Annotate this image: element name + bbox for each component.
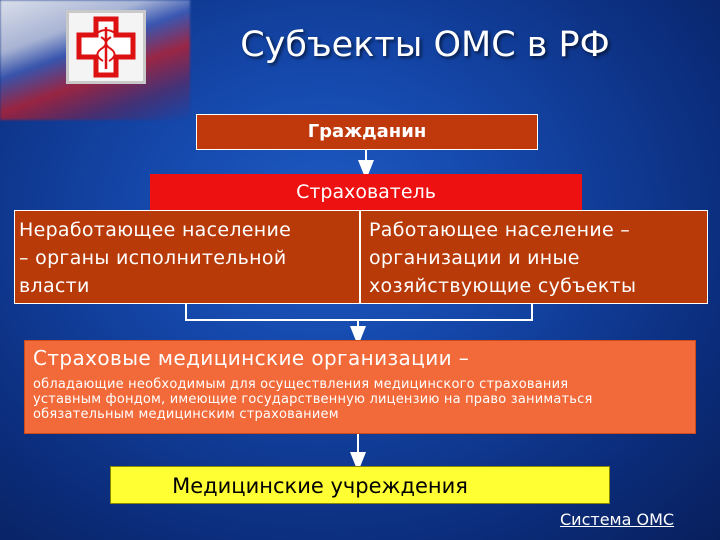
insurer-header: Страхователь [150, 174, 582, 212]
bracket-insurer [185, 304, 533, 321]
caduceus-icon [76, 16, 136, 78]
working-population-box: Работающее население – организации и ины… [360, 210, 708, 304]
medical-institutions-box: Медицинские учреждения [110, 466, 610, 504]
smo-description: обладающие необходимым для осуществления… [33, 377, 687, 422]
citizen-box: Гражданин [196, 114, 538, 150]
working-line: Работающее население – [369, 219, 631, 241]
system-oms-link[interactable]: Система ОМС [560, 510, 675, 529]
page-title: Субъекты ОМС в РФ [240, 25, 610, 65]
smo-description-line: обязательным медицинским страхованием [33, 407, 339, 422]
non-working-line: – органы исполнительной [19, 247, 287, 269]
non-working-line: власти [19, 275, 90, 297]
medical-cross-logo [66, 10, 146, 84]
working-line: хозяйствующие субъекты [369, 275, 637, 297]
working-line: организации и иные [369, 247, 580, 269]
smo-description-line: обладающие необходимым для осуществления… [33, 377, 569, 392]
insurance-organizations-box: Страховые медицинские организации – обла… [24, 340, 696, 434]
non-working-population-box: Неработающее население – органы исполнит… [14, 210, 360, 304]
smo-description-line: уставным фондом, имеющие государственную… [33, 392, 593, 407]
smo-title: Страховые медицинские организации – [33, 346, 470, 370]
non-working-line: Неработающее население [19, 219, 292, 241]
